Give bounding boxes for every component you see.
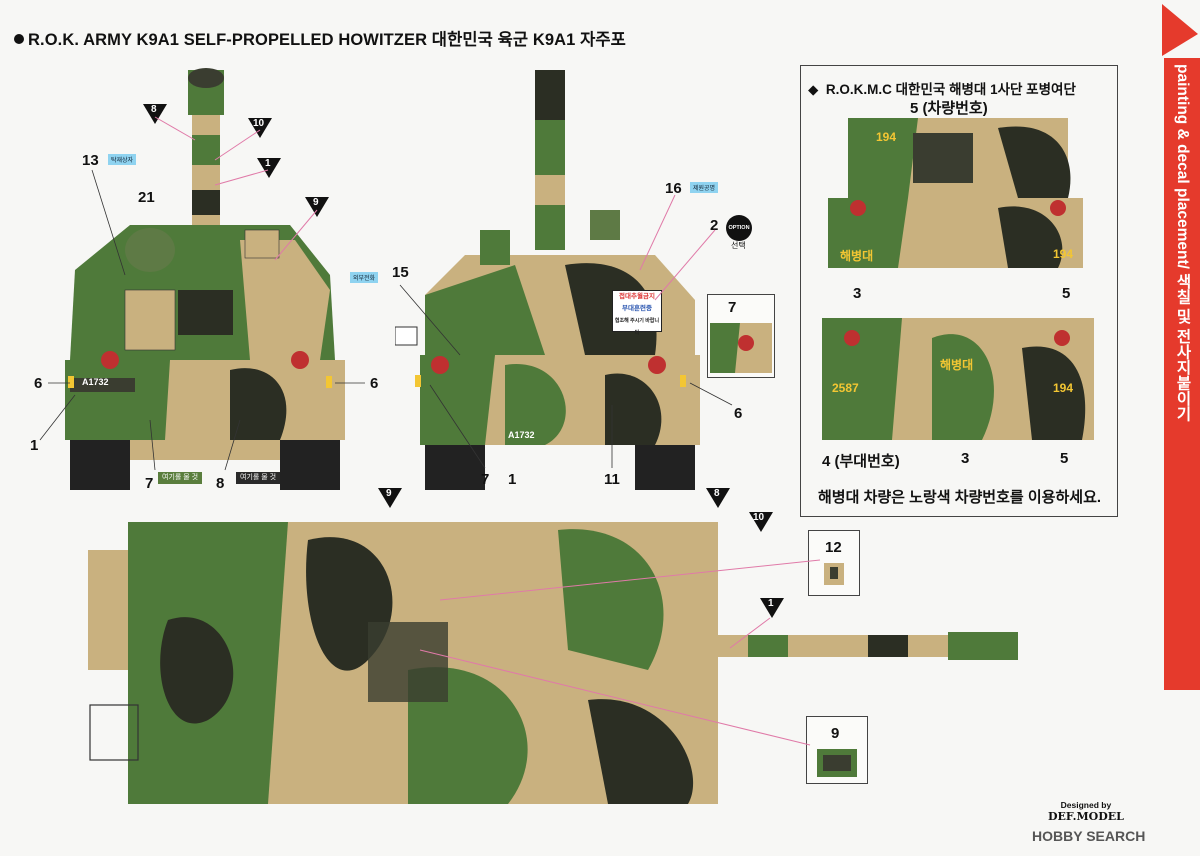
rokmc-label-5-top: 5 (차량번호) xyxy=(910,100,988,117)
rokmc-plate-194-front: 194 xyxy=(1053,381,1074,395)
rokmc-plate-194-top: 194 xyxy=(876,130,897,144)
front-triangle-9-icon xyxy=(305,197,329,217)
designer-credit: Designed by DEF.MODEL xyxy=(1048,800,1124,823)
inset-9-label: 9 xyxy=(831,725,840,742)
rear-tag-16: 제원공명 xyxy=(690,182,719,193)
rear-plate: A1732 xyxy=(508,430,535,440)
rokmc-title: ◆ R.O.K.M.C 대한민국 해병대 1사단 포병여단 xyxy=(808,82,1076,97)
rokmc-label-5-right: 5 xyxy=(1062,285,1071,302)
rokmc-hangul-rear: 해병대 xyxy=(840,249,874,263)
option-badge: OPTION xyxy=(726,215,752,241)
rokmc-note: 해병대 차량은 노랑색 차량번호를 이용하세요. xyxy=(818,489,1102,506)
rokmc-label-4: 4 (부대번호) xyxy=(822,453,900,470)
sign-line-2: 부대훈련중 xyxy=(622,305,652,312)
rear-warning-sign: 접대추월금지 부대훈련중 협조해 주시기 바랍니다 xyxy=(612,290,662,336)
rear-tag-15: 외부전화 xyxy=(350,272,379,283)
bullet-icon xyxy=(14,34,24,44)
rokmc-label-5-bottom: 5 xyxy=(1060,450,1069,467)
front-label-8: 8 xyxy=(216,475,225,492)
top-triangle-10-label: 10 xyxy=(753,512,765,523)
sign-line-3: 협조해 주시기 바랍니다 xyxy=(614,318,660,336)
rear-view-illustration xyxy=(395,70,700,490)
side-tab: painting & decal placement/ 색칠 및 전사지붙이기 xyxy=(1158,0,1200,690)
inset-12-label: 12 xyxy=(825,539,842,556)
front-label-7: 7 xyxy=(145,475,154,492)
sign-line-1: 접대추월금지 xyxy=(619,293,655,300)
rear-label-6: 6 xyxy=(734,405,743,422)
front-triangle-8-icon xyxy=(143,104,167,124)
top-triangle-9-icon xyxy=(378,488,402,508)
front-triangle-9-label: 9 xyxy=(313,197,319,208)
front-triangle-10-label: 10 xyxy=(253,118,265,129)
front-label-21: 21 xyxy=(138,189,155,206)
rear-label-7-bottom: 7 xyxy=(481,471,490,488)
rokmc-hangul-front: 해병대 xyxy=(940,358,974,372)
rear-label-11: 11 xyxy=(604,471,620,488)
front-label-1: 1 xyxy=(30,437,39,454)
front-chip-7: 여기롤 물 것 xyxy=(158,472,203,484)
side-tab-arrow-icon xyxy=(1162,4,1198,56)
front-triangle-1-label: 1 xyxy=(265,158,271,169)
top-view-illustration xyxy=(88,522,1018,804)
front-tag-13: 탁재상자 xyxy=(108,154,137,165)
rokmc-label-3-bottom: 3 xyxy=(961,450,970,467)
rear-label-15: 15 xyxy=(392,264,409,281)
inset-12-illustration xyxy=(824,563,844,585)
top-triangle-8-label: 8 xyxy=(714,488,720,499)
rear-label-1: 1 xyxy=(508,471,517,488)
watermark: HOBBY SEARCH xyxy=(1032,828,1146,844)
inset-7: 7 xyxy=(707,294,775,378)
top-triangle-9-label: 9 xyxy=(386,488,392,499)
top-triangle-8-icon xyxy=(706,488,730,508)
front-label-6-right: 6 xyxy=(370,375,379,392)
rokmc-plate-2587: 2587 xyxy=(832,381,859,395)
front-triangle-8-label: 8 xyxy=(151,104,157,115)
top-triangle-1-label: 1 xyxy=(768,598,774,609)
front-plate: A1732 xyxy=(82,377,109,387)
page-title: R.O.K. ARMY K9A1 SELF-PROPELLED HOWITZER… xyxy=(14,26,626,50)
rokmc-label-3-top: 3 xyxy=(853,285,862,302)
inset-9-illustration xyxy=(817,749,857,777)
option-sub: 선택 xyxy=(731,241,746,250)
front-triangle-1-icon xyxy=(257,158,281,178)
rokmc-rear-illustration xyxy=(828,118,1083,268)
top-triangle-1-icon xyxy=(760,598,784,618)
rear-label-16: 16 xyxy=(665,180,682,197)
rokmc-front-illustration xyxy=(822,318,1094,440)
rokmc-plate-194-rear: 194 xyxy=(1053,247,1074,261)
top-triangle-10-icon xyxy=(749,512,773,532)
inset-12: 12 xyxy=(808,530,860,596)
front-chip-8: 여기롤 물 것 xyxy=(236,472,281,484)
front-triangle-10-icon xyxy=(248,118,272,138)
side-tab-bar xyxy=(1164,58,1200,690)
inset-7-label: 7 xyxy=(728,299,737,316)
front-label-6-left: 6 xyxy=(34,375,43,392)
side-tab-text: painting & decal placement/ 색칠 및 전사지붙이기 xyxy=(1174,64,1191,422)
rear-label-2: 2 xyxy=(710,217,719,234)
inset-7-illustration xyxy=(710,323,772,373)
front-view-illustration xyxy=(65,68,345,490)
front-label-13: 13 xyxy=(82,152,99,169)
inset-9: 9 xyxy=(806,716,868,784)
